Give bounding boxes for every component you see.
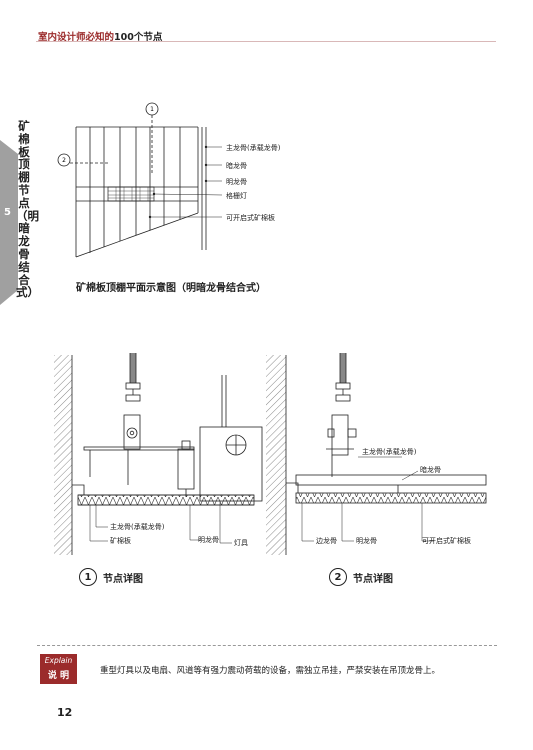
header-rule	[36, 41, 496, 42]
detail-2-title-text: 节点详图	[353, 573, 393, 585]
detail-1-label-lamp: 灯具	[234, 538, 248, 547]
detail-1-label-visible-keel: 明龙骨	[198, 535, 219, 544]
detail-2-label-openable-board: 可开启式矿棉板	[422, 536, 471, 545]
detail-2-title: 2 节点详图	[329, 568, 393, 586]
plan-label-hidden-keel: 暗龙骨	[226, 161, 247, 170]
detail-2-label-hidden-keel: 暗龙骨	[420, 465, 441, 474]
section-mark-2: 2	[62, 157, 66, 164]
detail-2-label-visible-keel: 明龙骨	[356, 536, 377, 545]
explain-label: 说 明	[47, 671, 70, 681]
explain-divider	[37, 645, 497, 646]
detail-1-number: 1	[79, 568, 97, 586]
section-mark-1: 1	[150, 106, 154, 113]
explain-badge	[40, 654, 77, 684]
detail-1-drawing: 主龙骨(承载龙骨) 矿棉板 明龙骨 灯具	[54, 353, 263, 555]
plan-drawing: 1 2 主龙骨(承载龙骨) 暗龙骨 明龙骨 格栅灯 可开启式矿棉板	[57, 102, 281, 258]
side-tab	[0, 140, 18, 305]
explain-word: Explain	[44, 656, 73, 665]
side-title: 矿棉板顶棚节点（明暗龙骨结合式）	[16, 119, 39, 300]
header-title-prefix: 室内设计师必知的	[38, 32, 115, 43]
side-number: 5	[4, 207, 11, 218]
detail-1-title-text: 节点详图	[103, 573, 143, 585]
explain-text: 重型灯具以及电扇、风道等有强力震动荷载的设备，需独立吊挂，严禁安装在吊顶龙骨上。	[100, 666, 441, 676]
plan-label-main-keel: 主龙骨(承载龙骨)	[226, 143, 281, 152]
plan-label-grid-lamp: 格栅灯	[226, 191, 247, 200]
detail-2-label-edge-keel: 边龙骨	[316, 536, 337, 545]
detail-2-label-main-keel: 主龙骨(承载龙骨)	[362, 447, 417, 456]
detail-1-label-mineral-board: 矿棉板	[110, 536, 131, 545]
detail-2-drawing: 主龙骨(承载龙骨) 暗龙骨 边龙骨 明龙骨 可开启式矿棉板	[266, 353, 487, 555]
plan-label-visible-keel: 明龙骨	[226, 177, 247, 186]
plan-caption: 矿棉板顶棚平面示意图（明暗龙骨结合式）	[76, 283, 266, 294]
page-number: 12	[57, 706, 73, 719]
plan-label-openable-board: 可开启式矿棉板	[226, 213, 275, 222]
detail-1-title: 1 节点详图	[79, 568, 143, 586]
header-title-suffix: 100个节点	[114, 32, 163, 43]
header-title: 室内设计师必知的100个节点	[38, 29, 162, 43]
detail-1-label-main-keel: 主龙骨(承载龙骨)	[110, 522, 165, 531]
detail-2-number: 2	[329, 568, 347, 586]
